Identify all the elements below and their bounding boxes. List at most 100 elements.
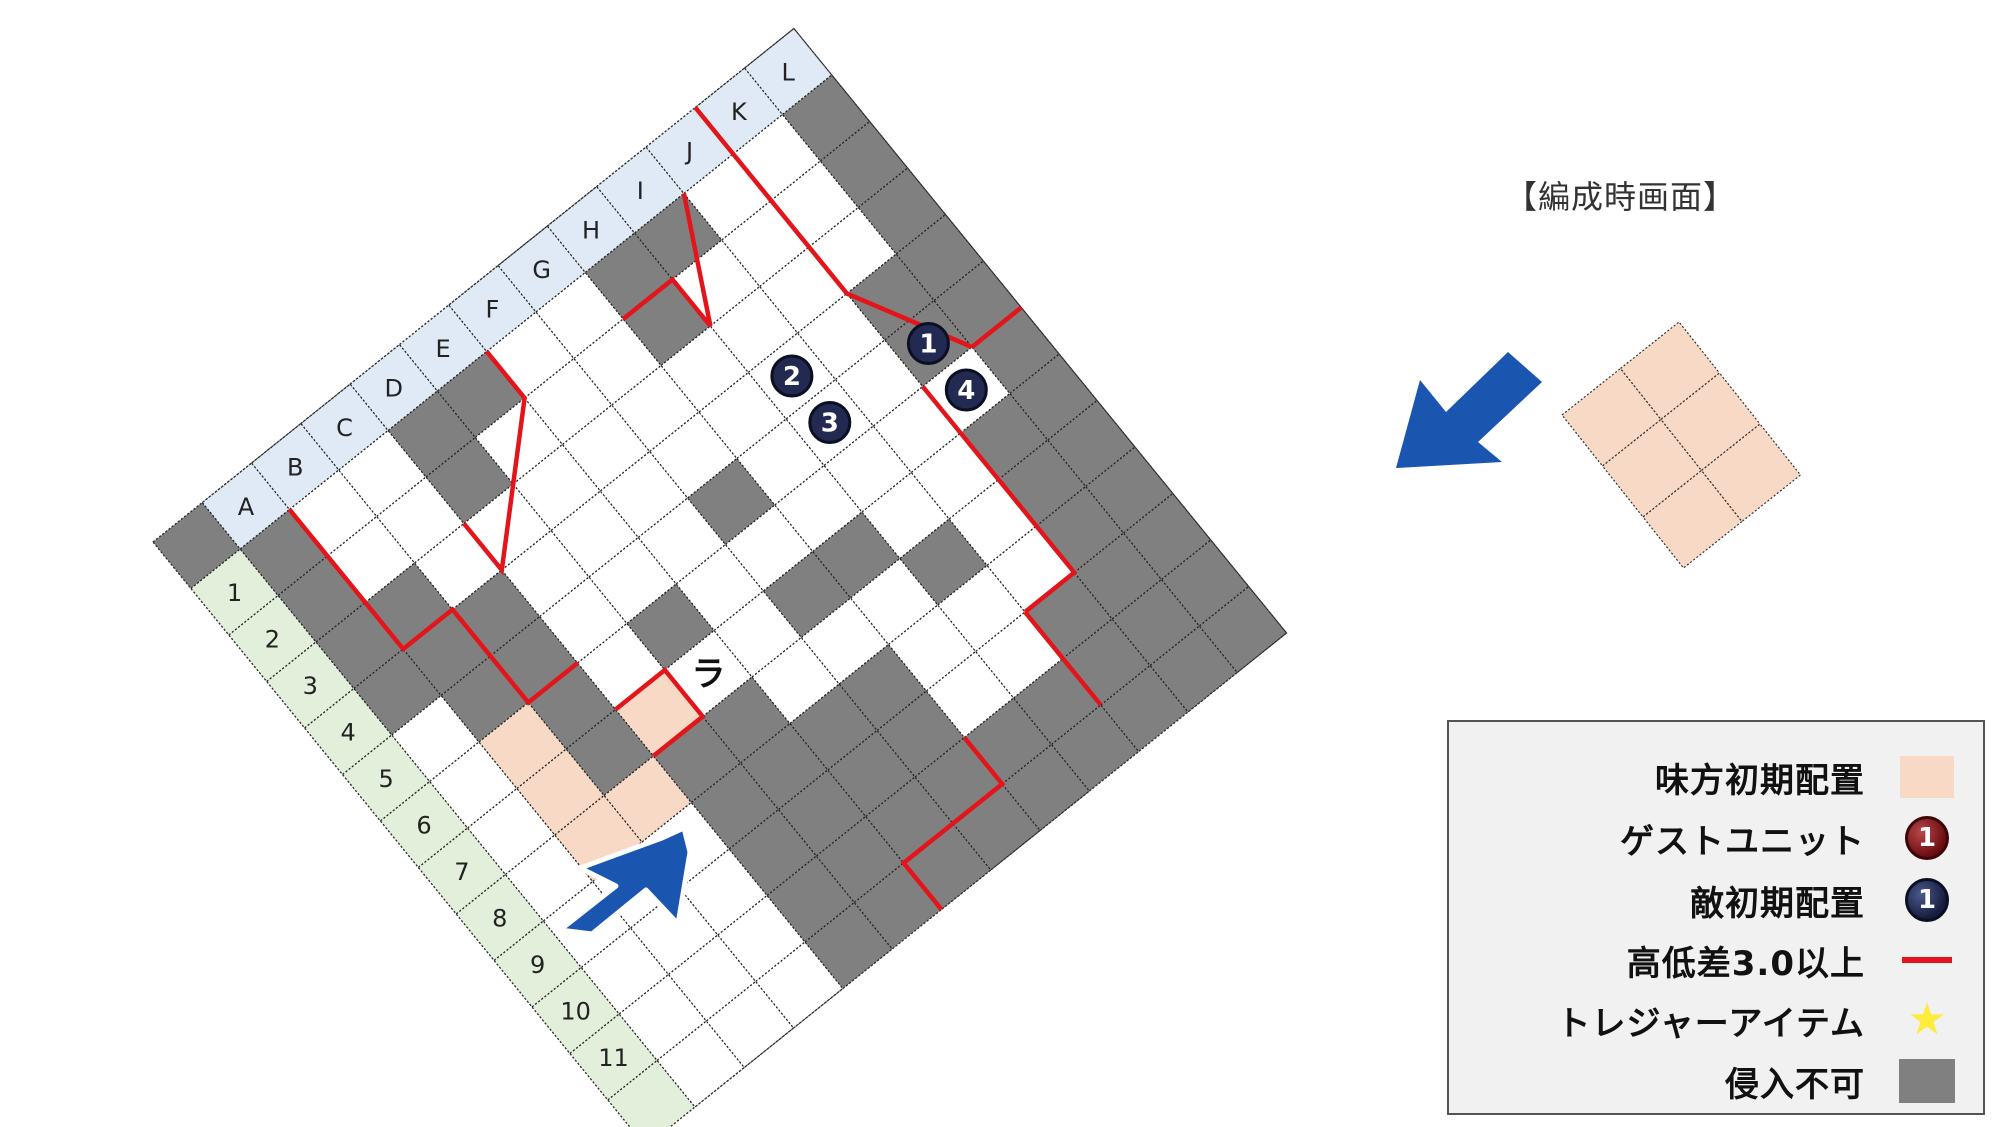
ally-start-cell — [478, 701, 568, 790]
blocked-cell — [686, 457, 776, 546]
row-header-cell — [606, 1059, 696, 1127]
row-label: 7 — [454, 858, 469, 886]
map-cell — [724, 504, 814, 592]
map-cell — [823, 425, 913, 513]
blocked-cell — [933, 260, 1023, 348]
height-difference-line — [614, 666, 706, 758]
blocked-cell — [728, 808, 818, 897]
map-cell — [660, 325, 750, 413]
column-label: J — [684, 138, 693, 166]
map-cell — [887, 604, 977, 692]
column-header-cell — [201, 462, 291, 550]
ally-start-cell — [603, 755, 693, 843]
map-cell — [580, 927, 670, 1015]
formation-slot — [1642, 469, 1743, 569]
enemy-unit-number: 4 — [957, 376, 975, 406]
column-label: I — [637, 177, 644, 205]
map-cell — [796, 292, 886, 381]
map-cell — [698, 371, 788, 460]
row-label: 1 — [227, 579, 242, 607]
blocked-cell — [876, 690, 966, 778]
blocked-cell — [1050, 704, 1140, 792]
row-label: 3 — [303, 672, 318, 700]
row-header-cell — [455, 873, 545, 962]
column-header-cell — [398, 304, 488, 392]
row-header-cell — [531, 966, 621, 1055]
legend-label: 味方初期配置 — [1655, 760, 1865, 801]
legend-row-treasure: トレジャーアイテム ★ — [1556, 992, 1955, 1048]
column-header-cell — [546, 185, 636, 274]
map-cell — [375, 476, 465, 564]
blocked-cell — [1046, 399, 1136, 488]
map-cell — [713, 590, 803, 678]
height-difference-line — [900, 736, 1006, 911]
row-header-cell — [265, 641, 355, 729]
legend-row-guest-unit: ゲストユニット 1 — [1620, 810, 1955, 866]
row-label: 2 — [265, 626, 280, 654]
row-header-cell — [190, 548, 279, 636]
formation-grid — [1561, 321, 1802, 569]
formation-screen-title: 【編成時画面】 — [1505, 178, 1737, 216]
grid-note: ラ — [691, 655, 725, 695]
map-cell — [800, 597, 890, 685]
row-label: 5 — [378, 765, 393, 793]
blocked-cell — [690, 762, 780, 850]
map-cell — [618, 973, 708, 1062]
blocked-cell — [152, 501, 242, 590]
row-header-cell — [227, 594, 317, 683]
map-cell — [861, 471, 951, 560]
blocked-cell — [952, 783, 1041, 871]
map-cell — [538, 576, 628, 664]
blocked-cell — [846, 253, 935, 341]
row-label: 8 — [492, 905, 507, 933]
map-cell — [637, 497, 727, 585]
blocked-cell — [1149, 625, 1239, 713]
formation-slot — [1619, 321, 1721, 421]
legend-row-no-entry: 侵入不可 — [1725, 1053, 1955, 1109]
formation-slot — [1561, 367, 1662, 467]
map-cell — [588, 536, 678, 625]
legend-label: トレジャーアイテム — [1556, 1003, 1865, 1044]
map-cell — [629, 887, 719, 976]
map-cell — [705, 980, 795, 1069]
blocked-cell — [1084, 446, 1174, 534]
map-border — [152, 27, 1288, 1127]
row-header-cell — [569, 1013, 658, 1101]
blocked-cell — [762, 550, 852, 639]
height-difference-line — [693, 106, 973, 350]
map-cell — [679, 848, 768, 936]
column-header-cell — [250, 422, 340, 511]
column-header-cell — [595, 146, 685, 234]
blocked-cell — [1160, 539, 1250, 627]
row-header-cell — [417, 827, 507, 915]
enemy-unit-circle — [808, 401, 852, 444]
enemy-unit-circle — [770, 354, 814, 398]
column-header-cell — [349, 343, 439, 432]
row-header-cell — [493, 920, 583, 1008]
blocked-cell — [857, 167, 947, 255]
enemy-unit-marker: 2 — [770, 354, 814, 398]
map-cell — [428, 741, 518, 829]
map-cell — [773, 464, 863, 553]
height-difference-line — [920, 385, 1078, 614]
star-icon: ★ — [1907, 994, 1947, 1045]
legend-row-height-difference: 高低差3.0以上 — [1627, 932, 1955, 988]
blocked-cell — [425, 436, 515, 525]
blocked-cell — [1073, 532, 1163, 620]
column-label: G — [532, 256, 551, 284]
enemy-unit-circle — [944, 368, 988, 412]
blocked-cell — [899, 518, 988, 606]
blocked-swatch — [1899, 1059, 1955, 1103]
row-label: 6 — [416, 812, 431, 840]
map-cell — [716, 894, 806, 983]
blocked-cell — [1111, 578, 1201, 667]
blocked-cell — [626, 583, 715, 671]
enemy-unit-icon: 1 — [1905, 878, 1949, 922]
ally-start-swatch — [1900, 756, 1954, 798]
height-difference-line — [970, 305, 1023, 349]
map-cell — [834, 339, 924, 427]
map-cell — [736, 418, 825, 506]
